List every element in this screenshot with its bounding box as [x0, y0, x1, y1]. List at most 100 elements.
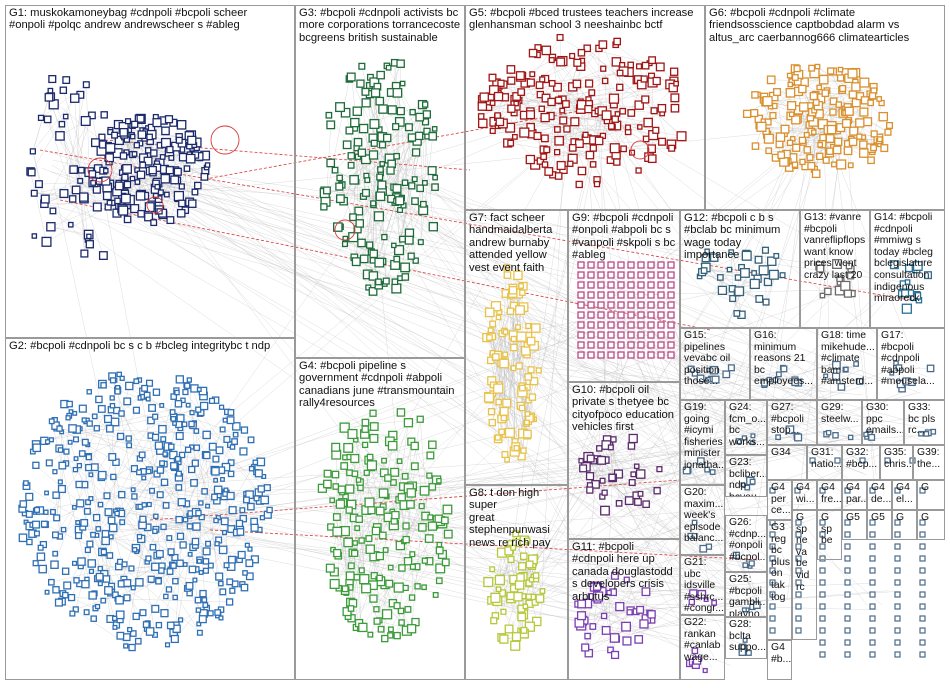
node: [919, 639, 926, 646]
group-box-g24: G24: fcm_o... bc works...: [725, 400, 767, 455]
node: [151, 433, 160, 441]
edge: [354, 553, 418, 587]
nodes-layer: [18, 33, 937, 674]
node: [62, 76, 71, 84]
node: [187, 465, 196, 474]
edge: [823, 137, 832, 421]
edge: [355, 362, 835, 524]
node: [919, 627, 926, 634]
group-label-g8: G8: t don high super great stephenpunwas…: [469, 487, 551, 549]
edge: [699, 136, 810, 389]
edge: [171, 371, 778, 511]
group-label-g14: G14: #bcpoli #cdnpoli #mmiwg s today #bc…: [874, 212, 933, 305]
node: [919, 651, 926, 658]
edge: [371, 192, 403, 503]
group-box-g14: G14: #bcpoli #cdnpoli #mmiwg s today #bc…: [870, 210, 945, 328]
node: [121, 173, 129, 181]
node: [29, 148, 36, 155]
edge: [405, 181, 826, 371]
edge: [508, 353, 929, 429]
group-box-g12: G12: #bcpoli c b s #bclab bc minimum wag…: [680, 210, 800, 328]
node: [61, 567, 70, 575]
group-label-g15: G15: pipelines vevabc oil position those…: [684, 330, 731, 388]
node: [165, 586, 173, 593]
group-box-g33: G33: bc pls rc...: [904, 400, 945, 445]
edge: [585, 308, 611, 601]
node: [69, 165, 79, 174]
edge: [71, 445, 130, 598]
node: [176, 119, 187, 130]
group-label-g3c: G sp ne va be vid rc: [796, 512, 810, 593]
node: [67, 221, 74, 228]
node: [894, 579, 901, 586]
group-label-g4f: G4 el...: [896, 482, 913, 505]
node: [131, 120, 139, 128]
edge: [150, 122, 581, 499]
node: [894, 543, 901, 550]
group-box-gx2: G5: [842, 510, 867, 540]
edge: [367, 186, 625, 629]
edge: [32, 98, 75, 152]
node: [218, 615, 224, 621]
node: [105, 153, 115, 163]
node: [137, 130, 147, 140]
node: [48, 75, 57, 84]
group-label-gx5: G: [921, 482, 930, 493]
edge: [81, 170, 85, 254]
edge: [626, 581, 777, 594]
node: [176, 532, 185, 540]
edge: [506, 284, 756, 337]
group-box-g18: G18: time mikehude... #climate bam #amst…: [817, 328, 877, 400]
group-label-g17: G17: #bcpoli #cdnpoli #abpoli #mousela..…: [881, 330, 935, 388]
node: [155, 549, 164, 558]
node: [118, 205, 129, 216]
node: [919, 591, 926, 598]
edge: [155, 167, 207, 189]
node: [68, 195, 77, 203]
edge: [59, 448, 122, 514]
edge: [152, 175, 386, 493]
node: [156, 491, 164, 499]
group-label-g1: G1: muskokamoneybag #cdnpoli #bcpoli sch…: [9, 7, 248, 32]
node: [919, 543, 926, 550]
group-label-g9: G9: #bcpoli #cdnpoli #onpoli #abpoli bc …: [572, 212, 676, 262]
node: [133, 142, 140, 149]
node: [188, 565, 197, 574]
group-box-g10: G10: #bcpoli oil private s thetyee bc ci…: [568, 382, 680, 539]
group-label-g21: G21: ubc idsville #sshrc... #congr...: [684, 557, 724, 615]
edge: [75, 385, 130, 610]
group-box-g30: G30: ppc emails...: [862, 400, 904, 445]
edge: [558, 128, 769, 364]
edge: [613, 439, 840, 487]
edge: [155, 516, 174, 566]
node: [116, 432, 125, 441]
node: [147, 575, 155, 583]
group-label-g4a: G4 per ce...: [771, 482, 791, 517]
group-box-g9: G9: #bcpoli #cdnpoli #onpoli #abpoli bc …: [568, 210, 680, 382]
node: [150, 219, 158, 227]
edge: [63, 84, 87, 194]
edge: [41, 202, 716, 392]
edge: [578, 131, 790, 569]
edge: [491, 336, 505, 412]
node: [132, 406, 140, 414]
group-box-g4g: G4 #b...: [767, 640, 792, 680]
node: [141, 502, 147, 508]
edge: [127, 566, 156, 584]
edge: [411, 566, 414, 598]
group-label-g4d: G4 par...: [846, 482, 867, 505]
edge: [351, 544, 440, 619]
edge: [148, 149, 752, 431]
edge: [695, 133, 818, 544]
edge: [647, 426, 799, 483]
group-label-g3: G3: #bcpoli #cdnpoli activists bc more c…: [299, 7, 461, 44]
node: [100, 111, 108, 119]
edge: [637, 470, 845, 637]
edge: [391, 92, 418, 142]
edge: [704, 253, 747, 271]
node: [919, 567, 926, 574]
group-label-g33: G33: bc pls rc...: [908, 402, 936, 437]
node: [62, 113, 69, 120]
node: [244, 542, 250, 548]
